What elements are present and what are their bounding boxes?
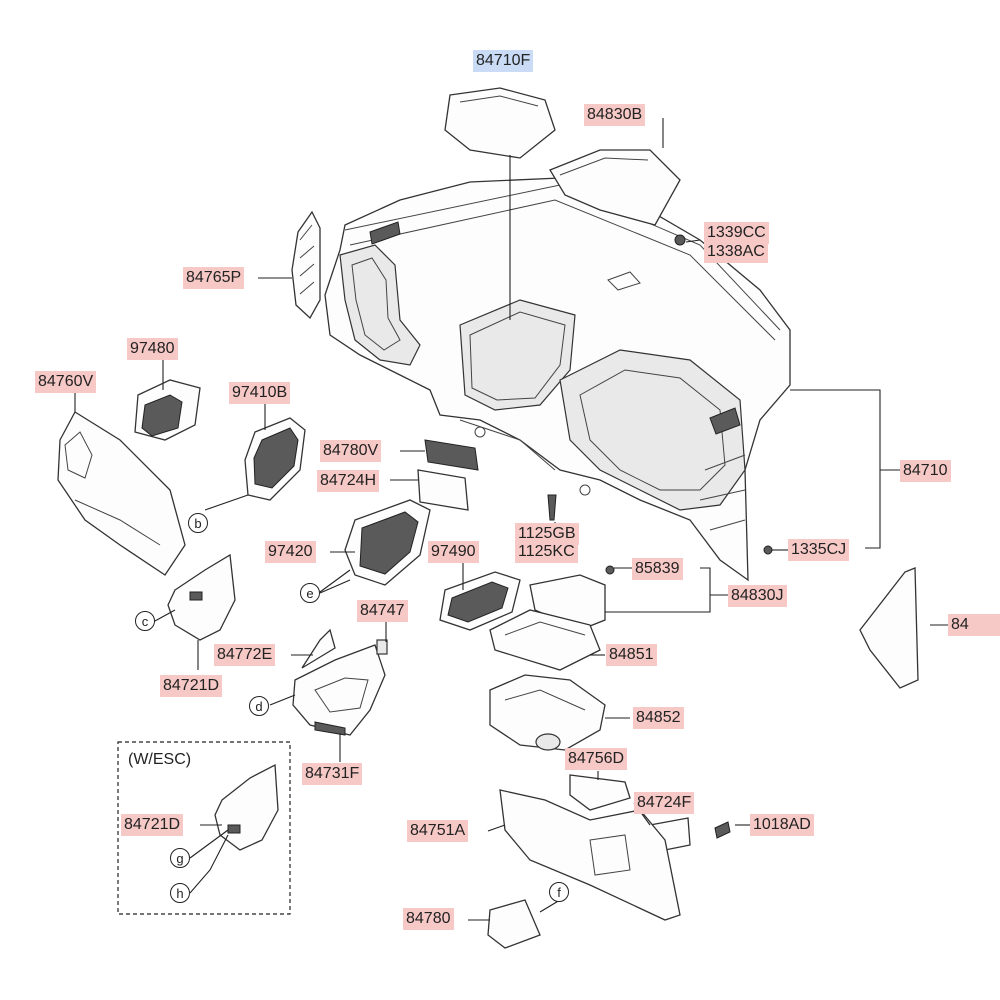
part-label-84780V[interactable]: 84780V [320, 440, 382, 462]
part-label-84751A[interactable]: 84751A [407, 820, 469, 842]
part-label-1125KC[interactable]: 1125KC [515, 541, 578, 563]
part-84721D-shape[interactable] [167, 553, 236, 641]
clip-1335cj [763, 545, 773, 555]
part-84751A-shape[interactable] [499, 789, 681, 921]
part-label-84747[interactable]: 84747 [357, 600, 408, 622]
callout-h: h [170, 883, 190, 903]
part-label-84724H[interactable]: 84724H [317, 470, 380, 492]
callout-c: c [135, 611, 155, 631]
part-label-84721D[interactable]: 84721D [160, 675, 223, 697]
part-label-84830B[interactable]: 84830B [584, 104, 646, 126]
part-label-84851[interactable]: 84851 [606, 644, 657, 666]
part-label-1125GB[interactable]: 1125GB [515, 523, 579, 545]
callout-e: e [300, 583, 320, 603]
part-label-84830J[interactable]: 84830J [728, 585, 787, 607]
part-97420-shape[interactable] [344, 499, 431, 586]
part-84760V-shape[interactable] [57, 411, 186, 576]
part-label-84756D[interactable]: 84756D [565, 748, 628, 770]
part-label-84731F[interactable]: 84731F [302, 763, 363, 785]
part-84747-shape[interactable] [376, 639, 388, 655]
part-label-84710F[interactable]: 84710F [473, 50, 534, 72]
part-label-85839[interactable]: 85839 [632, 558, 683, 580]
part-84731F-shape[interactable] [292, 644, 386, 736]
leader-lines [74, 118, 948, 921]
part-label-84721D-esc[interactable]: 84721D [121, 814, 184, 836]
bolt-1018ad [714, 821, 731, 839]
part-label-97480[interactable]: 97480 [127, 338, 178, 360]
part-84756D-shape[interactable] [569, 774, 631, 811]
part-label-97490[interactable]: 97490 [428, 541, 479, 563]
callout-g: g [170, 848, 190, 868]
part-label-84710[interactable]: 84710 [900, 460, 951, 482]
part-84780V-shape[interactable] [424, 439, 479, 471]
part-84780-shape[interactable] [487, 899, 541, 949]
part-label-84760V[interactable]: 84760V [35, 371, 97, 393]
part-84-right-shape[interactable] [859, 567, 919, 689]
part-84851-shape[interactable] [489, 609, 601, 671]
part-84765P-shape[interactable] [291, 210, 321, 320]
part-label-84780[interactable]: 84780 [403, 908, 454, 930]
part-label-1018AD[interactable]: 1018AD [750, 814, 814, 836]
callout-f: f [549, 882, 569, 902]
esc-inset-box [117, 741, 291, 915]
part-84830J-shape[interactable] [529, 565, 615, 631]
part-84710F-shape[interactable] [444, 87, 556, 159]
part-97480-shape[interactable] [134, 379, 201, 441]
bolt-1125gb [547, 494, 557, 521]
callout-d: d [249, 696, 269, 716]
part-label-1338AC[interactable]: 1338AC [704, 241, 768, 263]
part-84721D-esc-shape[interactable] [214, 763, 279, 851]
callout-b: b [188, 513, 208, 533]
part-label-1335CJ[interactable]: 1335CJ [788, 539, 850, 561]
part-84830B-shape[interactable] [549, 149, 681, 226]
part-label-84772E[interactable]: 84772E [214, 644, 276, 666]
part-97410B-shape[interactable] [244, 417, 306, 501]
part-label-84765P[interactable]: 84765P [183, 267, 245, 289]
part-label-84-cut[interactable]: 84 [948, 614, 1000, 636]
clip-1339cc [674, 234, 686, 246]
inset-title: (W/ESC) [128, 751, 192, 768]
part-label-84852[interactable]: 84852 [633, 707, 684, 729]
crash-pad-assembly[interactable] [324, 177, 791, 582]
part-84772E-shape[interactable] [301, 628, 336, 669]
part-label-1339CC[interactable]: 1339CC [704, 222, 769, 244]
part-label-84724F[interactable]: 84724F [634, 792, 695, 814]
part-97490-shape[interactable] [439, 571, 521, 631]
part-84852-shape[interactable] [489, 674, 606, 751]
part-label-97420[interactable]: 97420 [265, 541, 316, 563]
part-label-97410B[interactable]: 97410B [229, 382, 291, 404]
part-84724H-shape[interactable] [417, 469, 469, 511]
